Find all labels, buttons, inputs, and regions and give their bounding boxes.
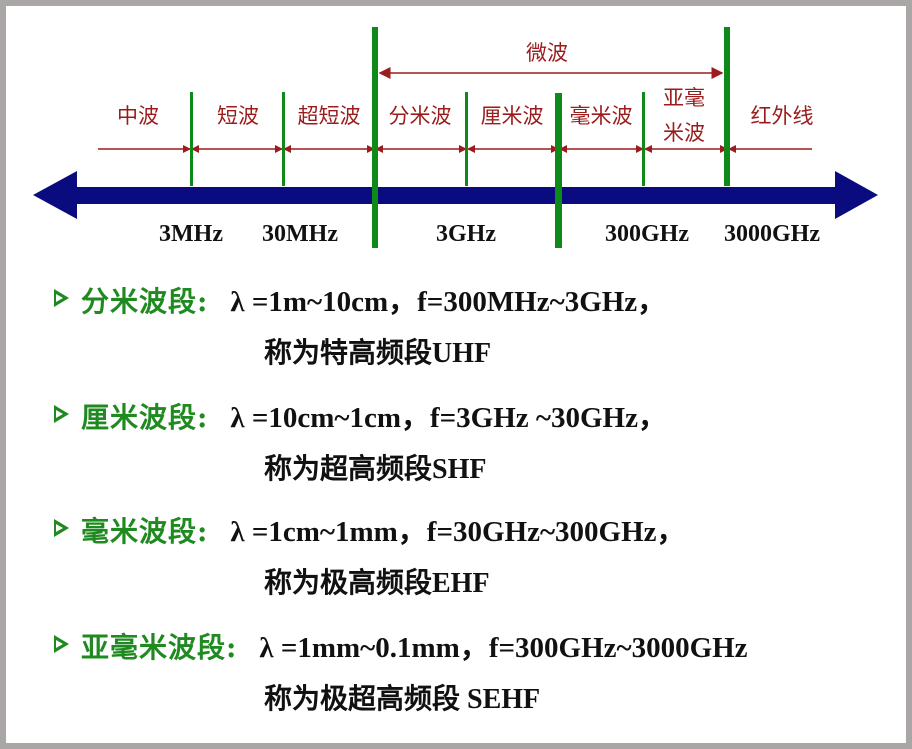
bullet-arrow-icon <box>54 289 69 307</box>
band-label-submillimeter-wave-line1: 亚毫 <box>663 86 705 110</box>
frequency-axis <box>33 171 878 219</box>
band-label-centimeter-wave: 厘米波 <box>481 104 544 128</box>
item-formula: λ =1m~10cm，f=300MHz~3GHz， <box>230 286 667 318</box>
item-formula: λ =1cm~1mm，f=30GHz~300GHz， <box>230 516 686 548</box>
band-labels: 中波 短波 超短波 分米波 厘米波 毫米波 亚毫 米波 红外线 <box>117 86 814 145</box>
band-label-submillimeter-wave-line2: 米波 <box>663 121 705 145</box>
bullet-arrow-icon <box>54 405 69 423</box>
band-label-infrared: 红外线 <box>751 104 814 128</box>
band-label-millimeter-wave: 毫米波 <box>570 104 633 128</box>
slide-frame: 微波 <box>6 6 906 743</box>
band-range-line <box>98 145 812 153</box>
band-label-decimeter-wave: 分米波 <box>389 104 452 128</box>
item-title: 分米波段: <box>81 285 209 318</box>
band-dividers <box>190 27 730 248</box>
band-label-ultrashort-wave: 超短波 <box>298 104 361 128</box>
item-band-name: 称为超高频段SHF <box>264 454 487 485</box>
freq-label-30mhz: 30MHz <box>262 221 338 247</box>
list-item-decimeter: 分米波段: λ =1m~10cm，f=300MHz~3GHz， 称为特高频段UH… <box>54 282 666 374</box>
freq-label-300ghz: 300GHz <box>605 221 689 247</box>
item-title: 毫米波段: <box>81 515 209 548</box>
list-item-millimeter: 毫米波段: λ =1cm~1mm，f=30GHz~300GHz， 称为极高频段E… <box>54 512 686 604</box>
item-formula: λ =1mm~0.1mm，f=300GHz~3000GHz <box>259 632 748 664</box>
axis-left-arrow-icon <box>33 171 77 219</box>
spectrum-diagram: 微波 <box>33 27 878 248</box>
item-band-name: 称为极超高频段 SEHF <box>264 684 541 715</box>
band-label-medium-wave: 中波 <box>117 104 159 128</box>
bullet-arrow-icon <box>54 519 69 537</box>
bullet-arrow-icon <box>54 635 69 653</box>
frequency-labels: 3MHz 30MHz 3GHz 300GHz 3000GHz <box>159 221 820 247</box>
axis-right-arrow-icon <box>835 171 878 219</box>
freq-label-3mhz: 3MHz <box>159 221 223 247</box>
list-item-submillimeter: 亚毫米波段: λ =1mm~0.1mm，f=300GHz~3000GHz 称为极… <box>54 628 748 720</box>
list-item-centimeter: 厘米波段: λ =10cm~1cm，f=3GHz ~30GHz， 称为超高频段S… <box>54 398 667 490</box>
freq-label-3ghz: 3GHz <box>436 221 496 247</box>
item-formula: λ =10cm~1cm，f=3GHz ~30GHz， <box>230 402 667 434</box>
item-title: 厘米波段: <box>81 401 209 434</box>
microwave-label: 微波 <box>526 41 568 65</box>
item-title: 亚毫米波段: <box>81 631 238 664</box>
band-label-short-wave: 短波 <box>217 104 259 128</box>
item-band-name: 称为特高频段UHF <box>264 338 492 369</box>
freq-label-3000ghz: 3000GHz <box>724 221 820 247</box>
item-band-name: 称为极高频段EHF <box>264 568 490 599</box>
